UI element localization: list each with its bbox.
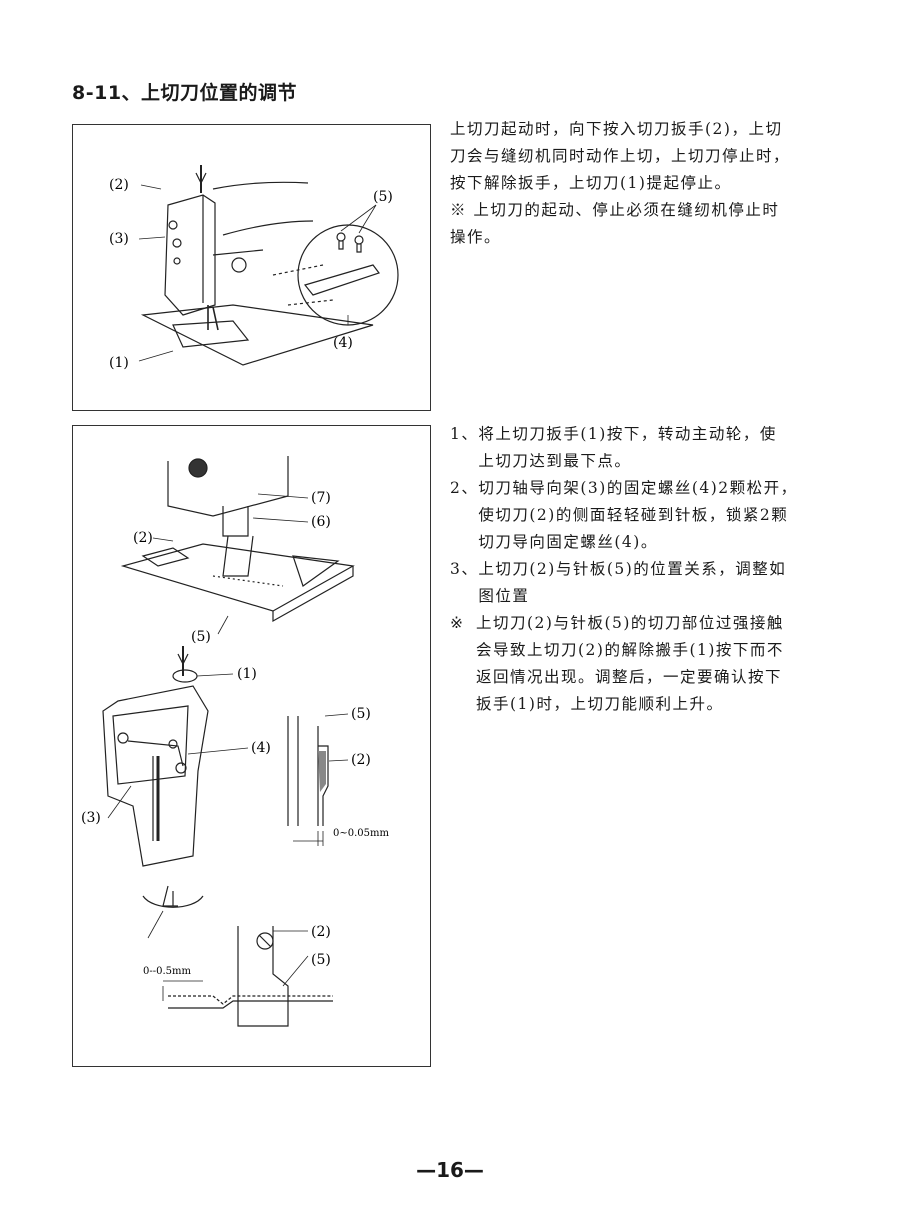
desc-line: 刀会与缝纫机同时动作上切，上切刀停止时， [450,147,791,165]
step-note: ※ 上切刀(2)与针板(5)的切刀部位过强接触 会导致上切刀(2)的解除搬手(1… [450,610,835,718]
fig2-gap-1: 0~0.05mm [333,828,389,839]
step-3: 3、 上切刀(2)与针板(5)的位置关系，调整如 图位置 [450,556,835,610]
step-number: 2、 [450,479,479,497]
desc-line: 上切刀起动时，向下按入切刀扳手(2)，上切 [450,120,783,138]
fig1-label-3: (3) [109,231,129,247]
figure-1-illustration: (2) (3) (1) (5) (4) [109,165,399,371]
fig1-label-4: (4) [333,335,353,351]
fig2-label-1: (1) [237,666,257,682]
fig1-label-2: (2) [109,177,129,193]
fig2-label-2c: (2) [311,924,331,940]
desc-line: 按下解除扳手，上切刀(1)提起停止。 [450,174,732,192]
fig1-label-5: (5) [373,189,393,205]
step-line: 上切刀(2)与针板(5)的切刀部位过强接触 [476,614,784,632]
figure-2-knife-adjustment: (7) (6) (2) (5) (1) (4) (3) (5) (2) 0~0.… [72,425,431,1067]
fig2-gap-2: 0--0.5mm [143,966,192,977]
figure-1-sewing-machine-head: (2) (3) (1) (5) (4) [72,124,431,411]
step-line: 返回情况出现。调整后，一定要确认按下 [476,668,783,686]
step-number: 1、 [450,425,479,443]
page-number: —16— [416,1158,484,1182]
fig2-label-4: (4) [251,740,271,756]
desc-line: 操作。 [450,228,502,246]
fig2-label-3: (3) [81,810,101,826]
fig2-label-2a: (2) [133,530,153,546]
step-number: 3、 [450,560,479,578]
fig2-label-5c: (5) [311,952,331,968]
step-line: 会导致上切刀(2)的解除搬手(1)按下而不 [476,641,784,659]
fig1-label-1: (1) [109,355,129,371]
section-title: 8-11、上切刀位置的调节 [72,82,298,104]
note-mark: ※ [450,614,465,632]
description-text: 上切刀起动时，向下按入切刀扳手(2)，上切 刀会与缝纫机同时动作上切，上切刀停止… [450,116,835,251]
step-line: 将上切刀扳手(1)按下，转动主动轮，使 [478,425,777,443]
step-line: 上切刀(2)与针板(5)的位置关系，调整如 [478,560,787,578]
desc-note-line: ※ 上切刀的起动、停止必须在缝纫机停止时 [450,201,780,219]
fig2-label-7: (7) [311,490,331,506]
step-line: 使切刀(2)的侧面轻轻碰到针板，锁紧2颗 [478,506,789,524]
step-line: 图位置 [478,587,530,605]
step-line: 上切刀达到最下点。 [478,452,632,470]
step-1: 1、 将上切刀扳手(1)按下，转动主动轮，使 上切刀达到最下点。 [450,421,835,475]
fig2-label-2b: (2) [351,752,371,768]
fig2-label-5a: (5) [191,629,211,645]
figure-2-illustration: (7) (6) (2) (5) (1) (4) (3) (5) (2) 0~0.… [81,456,389,1027]
adjustment-steps: 1、 将上切刀扳手(1)按下，转动主动轮，使 上切刀达到最下点。 2、 切刀轴导… [450,421,835,718]
step-line: 扳手(1)时，上切刀能顺利上升。 [476,695,724,713]
step-2: 2、 切刀轴导向架(3)的固定螺丝(4)2颗松开， 使切刀(2)的侧面轻轻碰到针… [450,475,835,556]
fig2-label-6: (6) [311,514,331,530]
fig2-label-5b: (5) [351,706,371,722]
step-line: 切刀导向固定螺丝(4)。 [478,533,658,551]
step-line: 切刀轴导向架(3)的固定螺丝(4)2颗松开， [478,479,798,497]
